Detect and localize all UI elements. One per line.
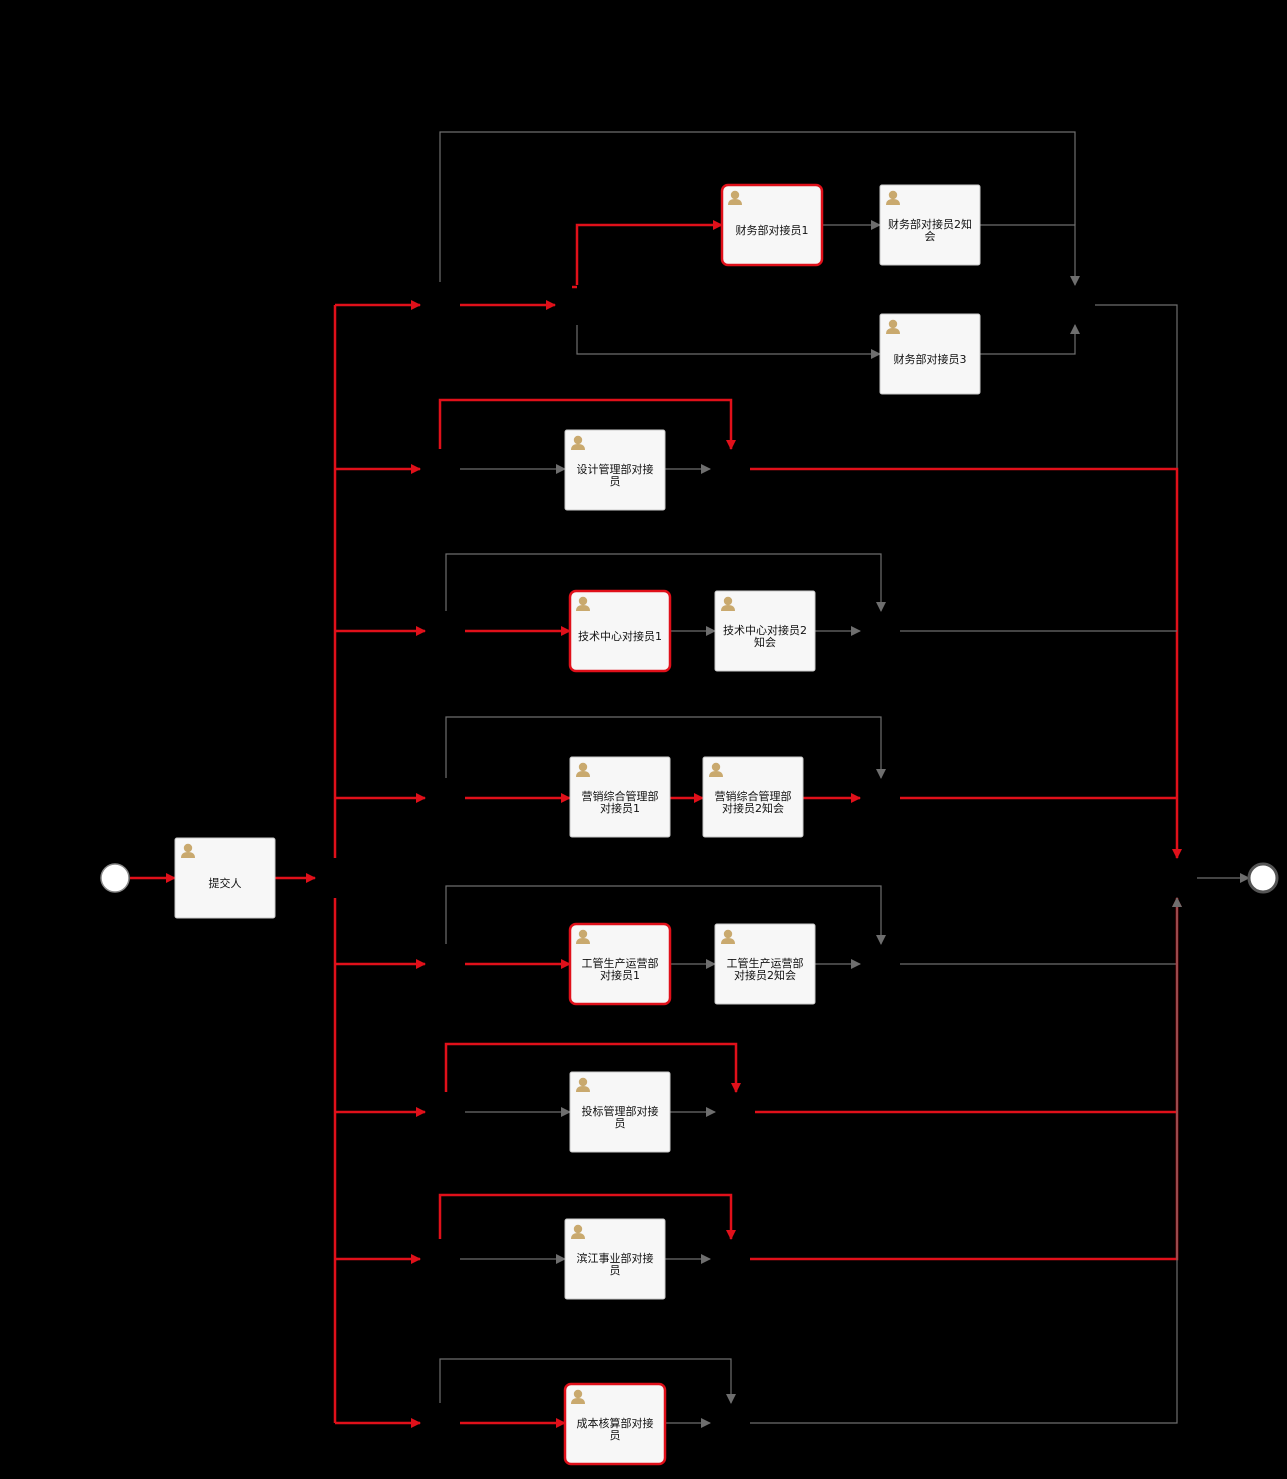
task-engineering-1[interactable]: 工管生产运营部 对接员1 — [568, 922, 672, 1006]
task-tech-1[interactable]: 技术中心对接员1 — [568, 589, 672, 673]
sequence-flow — [439, 1358, 736, 1404]
connector-layer — [130, 131, 1250, 1428]
sequence-flow — [750, 897, 1182, 1424]
task-label: 营销综合管理部 — [715, 789, 792, 803]
sequence-flow — [980, 224, 1080, 286]
task-label: 对接员2知会 — [722, 801, 784, 815]
task-label: 成本核算部对接 — [577, 1416, 654, 1430]
task-label: 知会 — [754, 635, 776, 649]
user-icon — [571, 1389, 585, 1404]
task-cost[interactable]: 成本核算部对接 员 — [563, 1382, 667, 1466]
task-finance-2[interactable]: 财务部对接员2知 会 — [879, 184, 981, 266]
end-event[interactable] — [1247, 862, 1279, 894]
task-tech-2[interactable]: 技术中心对接员2 知会 — [714, 590, 816, 672]
task-submitter[interactable]: 提交人 — [174, 837, 276, 919]
task-finance-3[interactable]: 财务部对接员3 — [879, 313, 981, 395]
sequence-flow — [576, 325, 881, 359]
task-label: 技术中心对接员1 — [578, 629, 662, 643]
task-label: 财务部对接员2知 — [888, 217, 972, 231]
user-icon — [886, 319, 900, 334]
user-icon — [571, 1224, 585, 1239]
task-binjiang[interactable]: 滨江事业部对接 员 — [564, 1218, 666, 1300]
user-icon — [728, 190, 742, 205]
task-label: 技术中心对接员2 — [723, 623, 807, 637]
sequence-flow — [750, 467, 1182, 859]
task-label: 提交人 — [209, 876, 242, 890]
task-label: 工管生产运营部 — [727, 956, 804, 970]
task-label: 员 — [610, 1264, 621, 1277]
task-label: 员 — [610, 475, 621, 488]
sequence-flow — [445, 553, 886, 612]
start-event[interactable] — [100, 863, 130, 893]
task-label: 对接员2知会 — [734, 968, 796, 982]
task-label: 设计管理部对接 — [577, 462, 654, 476]
sequence-flow — [439, 131, 1076, 282]
sequence-flow — [444, 1042, 741, 1093]
task-label: 滨江事业部对接 — [577, 1251, 654, 1265]
user-icon — [721, 929, 735, 944]
task-label: 投标管理部对接 — [582, 1104, 659, 1118]
task-label: 财务部对接员1 — [736, 223, 809, 237]
task-label: 员 — [610, 1429, 621, 1442]
sequence-flow — [575, 220, 723, 285]
task-label: 对接员1 — [600, 801, 640, 815]
task-finance-1[interactable]: 财务部对接员1 — [720, 183, 824, 267]
user-icon — [576, 929, 590, 944]
task-engineering-2[interactable]: 工管生产运营部 对接员2知会 — [714, 923, 816, 1005]
user-icon — [181, 843, 195, 858]
sequence-flow — [1095, 304, 1178, 858]
sequence-flow — [445, 716, 886, 779]
user-icon — [576, 596, 590, 611]
task-label: 财务部对接员3 — [894, 352, 967, 366]
task-label: 工管生产运营部 — [582, 956, 659, 970]
task-label: 对接员1 — [600, 968, 640, 982]
task-label: 营销综合管理部 — [582, 789, 659, 803]
task-marketing-1[interactable]: 营销综合管理部 对接员1 — [569, 756, 671, 838]
task-design[interactable]: 设计管理部对接 员 — [564, 429, 666, 511]
user-icon — [571, 435, 585, 450]
task-marketing-2[interactable]: 营销综合管理部 对接员2知会 — [702, 756, 804, 838]
task-label: 员 — [615, 1117, 626, 1130]
user-icon — [709, 762, 723, 777]
sequence-flow — [438, 1193, 736, 1240]
user-icon — [576, 1077, 590, 1092]
user-icon — [576, 762, 590, 777]
sequence-flow — [445, 885, 886, 945]
sequence-flow — [980, 324, 1080, 355]
sequence-flow — [438, 398, 736, 450]
task-bidding[interactable]: 投标管理部对接 员 — [569, 1071, 671, 1153]
user-icon — [721, 596, 735, 611]
user-icon — [886, 190, 900, 205]
task-label: 会 — [925, 230, 936, 243]
